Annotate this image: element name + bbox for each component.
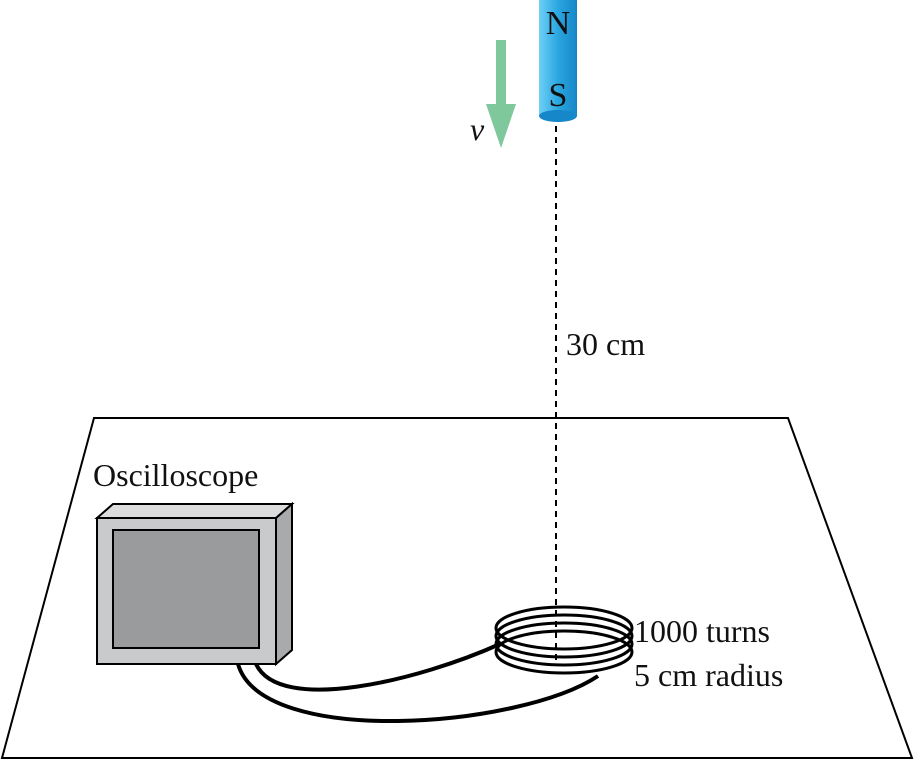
wire-lower [236,663,600,724]
velocity-arrow-head [486,104,516,148]
coil-radius-label: 5 cm radius [634,657,783,693]
coil-turn [494,621,634,667]
coil-turn [494,629,634,675]
magnet-body [539,0,577,116]
oscilloscope-top-face [94,503,295,519]
magnet-south-label: S [549,77,568,114]
coil-turn [494,613,634,659]
magnet-bottom-cap [539,110,577,122]
oscilloscope-label: Oscilloscope [93,457,258,493]
coil [494,605,634,675]
velocity-arrow [486,40,516,148]
wire-upper [254,642,501,692]
velocity-arrow-shaft [496,40,506,106]
oscilloscope-side-face [275,501,293,667]
bar-magnet: N S [539,0,577,122]
magnet-north-label: N [546,5,571,42]
oscilloscope-screen [112,529,260,649]
coil-turns-label: 1000 turns [634,613,770,649]
coil-turn [494,605,634,651]
oscilloscope [94,501,295,667]
velocity-label: v [470,111,485,147]
distance-label: 30 cm [566,326,645,362]
